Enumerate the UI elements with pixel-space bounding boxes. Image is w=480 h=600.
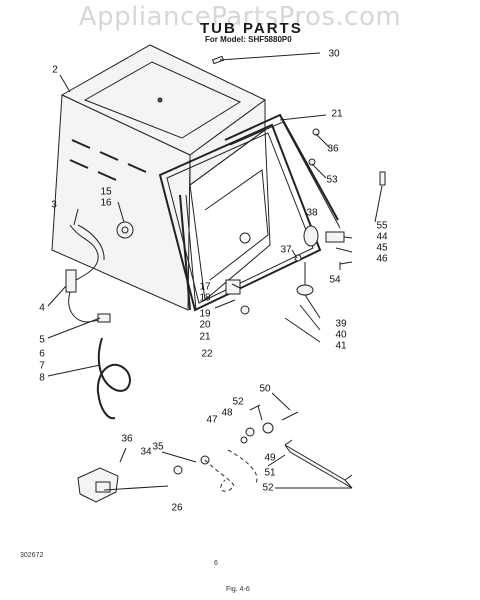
callout-37: 37 [280, 244, 292, 256]
callout-5: 5 [39, 334, 45, 346]
callout-21-bottom: 21 [199, 331, 211, 343]
leader-lines [47, 52, 383, 491]
callout-52-top: 52 [232, 396, 244, 408]
callout-36-bottom: 36 [121, 433, 133, 445]
callout-55: 55 [376, 220, 388, 232]
callout-52-bottom: 52 [262, 482, 274, 494]
callout-38: 38 [306, 207, 318, 219]
callout-22: 22 [201, 348, 213, 360]
callout-18: 18 [199, 292, 211, 304]
model-subtitle: For Model: SHF5880P0 [205, 35, 292, 44]
callout-26: 26 [171, 502, 183, 514]
callout-50: 50 [259, 383, 271, 395]
figure-number: Fig. 4-6 [226, 586, 250, 593]
pump-motor-parts [211, 55, 386, 315]
callout-34: 34 [140, 446, 152, 458]
callout-41: 41 [335, 340, 347, 352]
callout-47: 47 [206, 414, 218, 426]
callout-53: 53 [326, 174, 338, 186]
callout-39: 39 [335, 318, 347, 330]
callout-2: 2 [52, 64, 58, 76]
rack-rail-assembly [173, 404, 353, 492]
callout-6: 6 [39, 348, 45, 360]
callout-17: 17 [199, 281, 211, 293]
callout-54: 54 [329, 274, 341, 286]
callout-44: 44 [376, 231, 388, 243]
callout-36-top: 36 [327, 143, 339, 155]
callout-45: 45 [376, 242, 388, 254]
callout-35: 35 [152, 441, 164, 453]
callout-21-top: 21 [331, 108, 343, 120]
callout-15: 15 [100, 186, 112, 198]
callout-3: 3 [51, 199, 57, 211]
callout-40: 40 [335, 329, 347, 341]
tub-assembly [51, 44, 341, 312]
callout-49: 49 [264, 452, 276, 464]
callout-30: 30 [328, 48, 340, 60]
callout-46: 46 [376, 253, 388, 265]
page-title: TUB PARTS [200, 20, 303, 37]
watermark: AppliancePartsPros.com [78, 2, 402, 32]
hose-parts [65, 224, 131, 420]
callout-48: 48 [221, 407, 233, 419]
callout-20: 20 [199, 319, 211, 331]
callout-19: 19 [199, 308, 211, 320]
callout-51: 51 [264, 467, 276, 479]
water-valve [77, 447, 127, 503]
drawing-code: 302672 [20, 552, 44, 559]
callout-16: 16 [100, 197, 112, 209]
callout-4: 4 [39, 302, 45, 314]
callout-8: 8 [39, 372, 45, 384]
callout-7: 7 [39, 360, 45, 372]
page-number: 6 [214, 560, 218, 567]
